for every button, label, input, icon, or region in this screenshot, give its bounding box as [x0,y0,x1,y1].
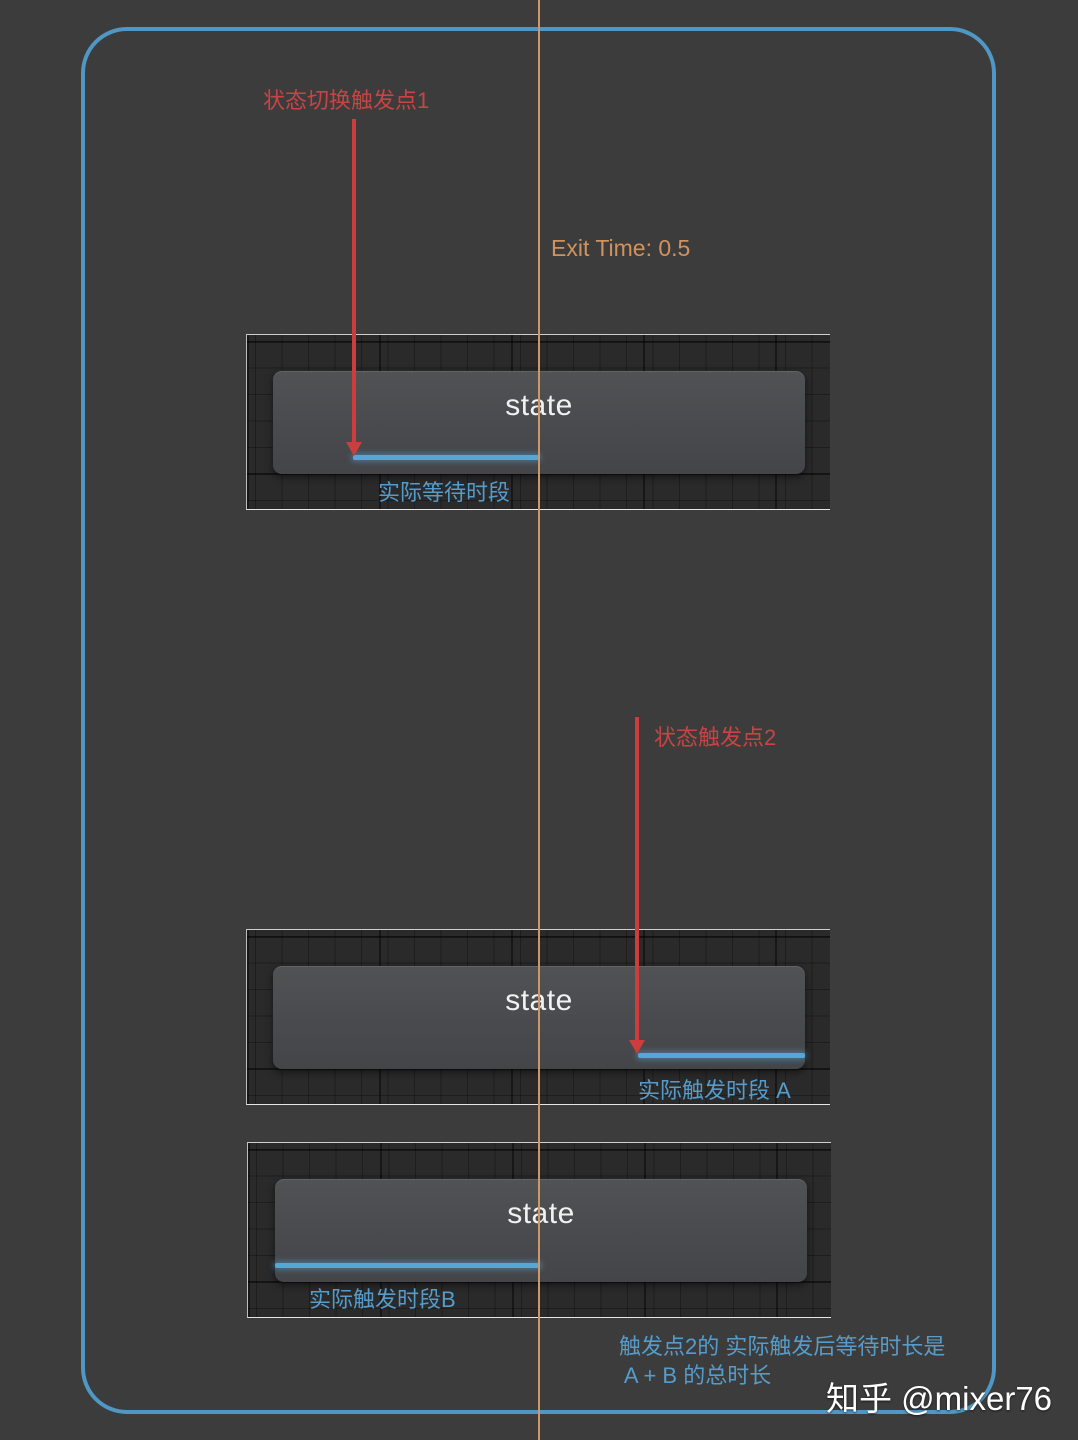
period-a-caption: 实际触发时段 A [638,1078,791,1103]
summary-note-line-1: 触发点2的 实际触发后等待时长是 [619,1334,946,1359]
summary-note: 触发点2的 实际触发后等待时长是 A + B 的总时长 [619,1332,945,1390]
period-b-caption: 实际触发时段B [309,1287,456,1312]
wait-progress-bar [353,455,539,460]
trigger-2-arrow-shaft [635,717,639,1042]
period-a-progress-bar [638,1053,805,1058]
wait-period-caption: 实际等待时段 [378,480,511,505]
summary-note-line-2: A + B 的总时长 [619,1363,772,1388]
period-b-progress-bar [275,1263,540,1268]
exit-time-line [538,0,540,1440]
trigger-1-arrow-shaft [352,119,356,445]
trigger-2-label: 状态触发点2 [654,725,777,750]
state-node-3[interactable]: state [275,1179,807,1282]
trigger-1-label: 状态切换触发点1 [263,88,430,113]
watermark: 知乎 @mixer76 [826,1380,1053,1417]
state-node-label: state [507,1197,575,1230]
arrow-down-icon [346,442,362,456]
exit-time-label: Exit Time: 0.5 [551,235,691,261]
arrow-down-icon [629,1040,645,1054]
